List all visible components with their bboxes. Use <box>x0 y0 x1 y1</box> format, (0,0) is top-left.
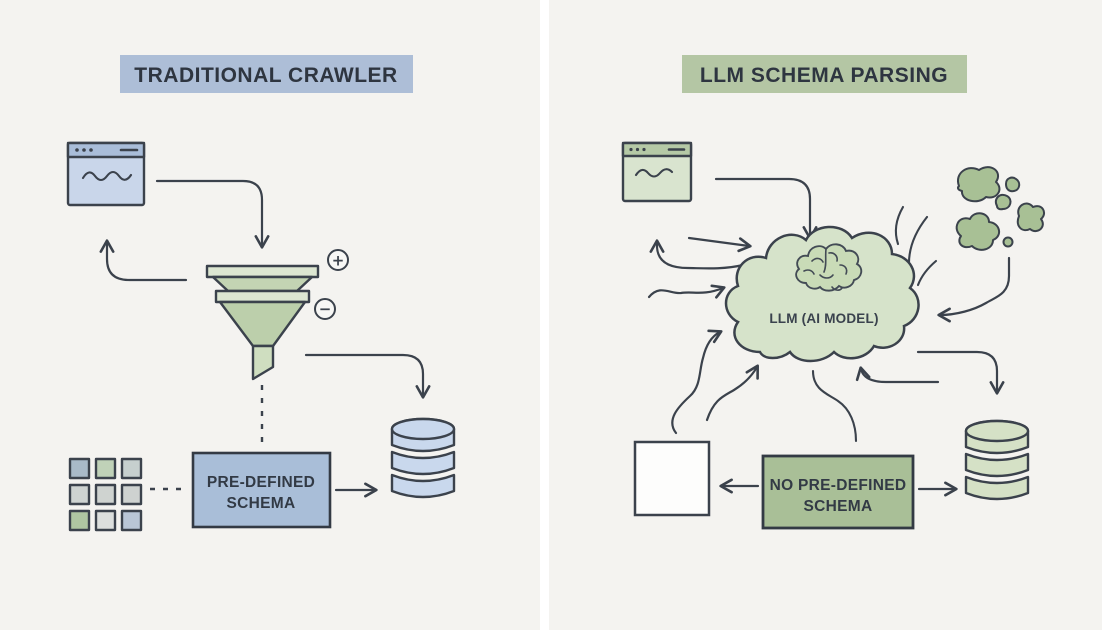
right-title-box <box>682 55 967 93</box>
plus-icon: + <box>327 249 349 271</box>
no-predefined-schema-box: NO PRE-DEFINED SCHEMA <box>761 454 915 530</box>
browser-dot <box>635 147 640 152</box>
browser-dot <box>642 147 646 152</box>
arrow-into-cloud-upper-left <box>687 236 752 253</box>
arrow-square-to-cloud-long <box>671 329 723 435</box>
minus-icon: − <box>314 298 336 320</box>
ai-cloud-icon: LLM (AI MODEL) <box>724 225 920 363</box>
arrow-up-into-cloud-bottom <box>705 364 759 422</box>
svg-text:+: + <box>332 252 345 270</box>
grid-squares-icon <box>68 457 143 532</box>
predefined-schema-line1: PRE-DEFINED <box>207 474 315 491</box>
arrow-right-into-cloud-bottom <box>855 366 940 384</box>
brain-icon <box>795 243 863 292</box>
empty-box-icon <box>633 440 711 517</box>
left-panel: TRADITIONAL CRAWLER <box>66 55 456 532</box>
predefined-schema-box: PRE-DEFINED SCHEMA <box>191 451 332 529</box>
arrow-wavy-into-cloud-left <box>647 284 726 299</box>
arrow-browser-to-funnel <box>155 179 270 249</box>
left-title-banner: TRADITIONAL CRAWLER <box>120 55 413 93</box>
no-schema-line1: NO PRE-DEFINED <box>770 477 907 494</box>
arrow-funnel-to-database <box>304 353 431 399</box>
predefined-schema-line2: SCHEMA <box>227 495 296 512</box>
browser-window-icon <box>66 141 146 207</box>
browser-content-squiggle <box>634 168 674 178</box>
cloud-label: LLM (AI MODEL) <box>769 311 878 326</box>
left-title-box <box>120 55 413 93</box>
browser-content-squiggle <box>81 170 133 182</box>
arrow-blob-to-cloud <box>937 256 1011 323</box>
arrow-cloud-to-recrawl <box>649 239 745 270</box>
cloud-shape <box>724 225 920 363</box>
browser-dot <box>82 148 86 152</box>
database-icon <box>964 419 1030 501</box>
browser-window-icon <box>621 141 693 203</box>
browser-dot <box>89 148 93 152</box>
arrow-browser-to-cloud <box>714 177 818 240</box>
squiggle-cloud-to-schema-box <box>811 369 858 443</box>
left-title: TRADITIONAL CRAWLER <box>134 64 397 87</box>
arrow-cloud-to-database <box>916 350 1005 395</box>
database-icon <box>390 417 456 499</box>
right-panel: LLM SCHEMA PARSING <box>621 55 1045 530</box>
right-title: LLM SCHEMA PARSING <box>700 64 948 87</box>
arrow-funnel-to-browser <box>99 239 188 282</box>
no-schema-line2: SCHEMA <box>804 498 873 515</box>
browser-dot <box>629 147 633 152</box>
browser-dot <box>75 148 79 152</box>
svg-text:−: − <box>319 300 332 318</box>
unstructured-blob-icon <box>955 166 1045 251</box>
filter-funnel-icon <box>205 264 320 381</box>
right-title-banner: LLM SCHEMA PARSING <box>682 55 967 93</box>
